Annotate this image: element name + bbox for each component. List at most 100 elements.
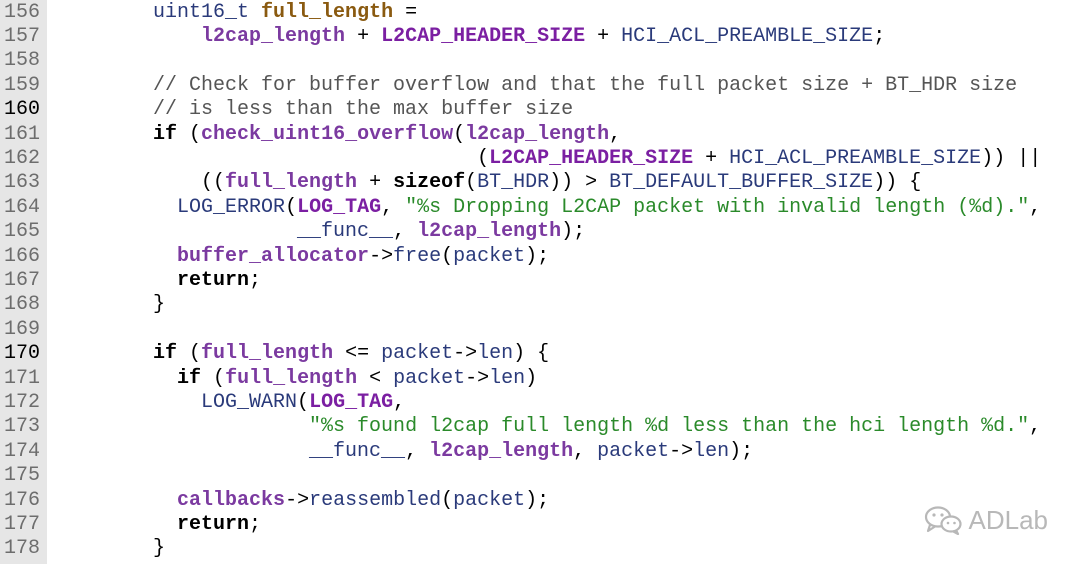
code-token: + [693, 146, 730, 170]
code-token: -> [285, 488, 310, 512]
code-token: packet [453, 244, 526, 268]
code-token: ( [441, 244, 454, 268]
code-line: 174 __func__, l2cap_length, packet->len)… [0, 440, 1080, 464]
code-text: (L2CAP_HEADER_SIZE + HCI_ACL_PREAMBLE_SI… [57, 147, 1041, 171]
code-token [57, 513, 177, 536]
code-token: } [57, 537, 166, 561]
code-token: -> [669, 439, 694, 463]
line-number: 167 [4, 268, 41, 292]
watermark-text: ADLab [968, 504, 1049, 535]
code-token: HCI_ACL_PREAMBLE_SIZE [729, 146, 982, 170]
line-number: 168 [4, 293, 41, 317]
code-text: LOG_ERROR(LOG_TAG, "%s Dropping L2CAP pa… [57, 196, 1041, 220]
code-token: , [1029, 415, 1042, 439]
code-token: check_uint16_overflow [201, 122, 454, 146]
code-token: BT_DEFAULT_BUFFER_SIZE [609, 171, 874, 195]
code-token: <= [333, 342, 382, 366]
code-token: uint16_t [153, 0, 250, 24]
line-number: 176 [4, 488, 41, 512]
code-line: 162 (L2CAP_HEADER_SIZE + HCI_ACL_PREAMBL… [0, 147, 1080, 171]
code-text: __func__, l2cap_length, packet->len); [57, 440, 753, 464]
code-token: ( [453, 122, 466, 146]
code-token: len [489, 366, 526, 390]
code-token: + [585, 24, 622, 48]
code-line: 167 return; [0, 269, 1080, 293]
code-text: if (check_uint16_overflow(l2cap_length, [57, 123, 621, 147]
line-number: 163 [4, 171, 41, 195]
code-token: ); [561, 220, 586, 244]
line-number: 161 [4, 122, 41, 146]
code-line: 159 // Check for buffer overflow and tha… [0, 74, 1080, 98]
code-token [57, 220, 297, 243]
code-token: -> [465, 366, 490, 390]
code-token: ; [249, 512, 262, 536]
line-number: 158 [4, 49, 41, 73]
code-token: ); [525, 488, 550, 512]
code-token: ( [285, 195, 298, 219]
line-number: 175 [4, 464, 41, 488]
code-line: 158 [0, 49, 1080, 73]
code-line: 171 if (full_length < packet->len) [0, 367, 1080, 391]
code-token: + [357, 171, 394, 195]
code-token: ( [297, 390, 310, 414]
code-token: callbacks [177, 488, 286, 512]
code-line: 173 "%s found l2cap full length %d less … [0, 415, 1080, 439]
line-number: 177 [4, 512, 41, 536]
code-text: if (full_length <= packet->len) { [57, 342, 549, 366]
code-token: LOG_TAG [297, 195, 382, 219]
line-number: 172 [4, 390, 41, 414]
code-line: 160 // is less than the max buffer size [0, 98, 1080, 122]
code-token: , [381, 195, 406, 219]
code-line: 176 callbacks->reassembled(packet); [0, 489, 1080, 513]
code-token: full_length [201, 342, 334, 366]
code-line: 170 if (full_length <= packet->len) { [0, 342, 1080, 366]
code-text: } [57, 537, 165, 561]
line-number: 171 [4, 366, 41, 390]
code-token: (( [57, 171, 226, 195]
code-text: __func__, l2cap_length); [57, 220, 585, 244]
code-text: ((full_length + sizeof(BT_HDR)) > BT_DEF… [57, 171, 921, 195]
code-token: HCI_ACL_PREAMBLE_SIZE [621, 24, 874, 48]
code-token [57, 342, 153, 365]
line-number: 178 [4, 537, 41, 561]
code-token: ; [249, 268, 262, 292]
code-text: "%s found l2cap full length %d less than… [57, 415, 1041, 439]
code-token: full_length [225, 171, 358, 195]
code-text: // Check for buffer overflow and that th… [57, 74, 1017, 98]
code-token: , [1029, 195, 1042, 219]
code-token: packet [453, 488, 526, 512]
code-token: L2CAP_HEADER_SIZE [489, 146, 694, 170]
code-line: 163 ((full_length + sizeof(BT_HDR)) > BT… [0, 171, 1080, 195]
watermark: ADLab [923, 503, 1049, 537]
code-token: if [153, 342, 178, 366]
line-number: 165 [4, 220, 41, 244]
code-token: ); [729, 439, 754, 463]
code-token: ( [465, 171, 478, 195]
code-token: ( [57, 146, 490, 170]
code-token: full_length [261, 0, 394, 24]
code-line: 166 buffer_allocator->free(packet); [0, 245, 1080, 269]
code-token: } [57, 293, 166, 317]
code-token: __func__ [297, 220, 394, 244]
code-token: buffer_allocator [177, 244, 370, 268]
code-token: = [393, 0, 418, 24]
code-token: + [345, 24, 382, 48]
code-token: // Check for buffer overflow and that th… [153, 73, 1018, 97]
code-line: 156 uint16_t full_length = [0, 1, 1080, 25]
code-line: 178 } [0, 537, 1080, 561]
code-line: 164 LOG_ERROR(LOG_TAG, "%s Dropping L2CA… [0, 196, 1080, 220]
line-number: 160 [4, 98, 41, 122]
code-token: "%s found l2cap full length %d less than… [309, 415, 1030, 439]
code-line: 177 return; [0, 513, 1080, 537]
code-token: ; [873, 24, 886, 48]
code-token [57, 489, 177, 512]
code-line: 161 if (check_uint16_overflow(l2cap_leng… [0, 123, 1080, 147]
code-token: , [405, 439, 430, 463]
line-number: 169 [4, 317, 41, 341]
code-token: l2cap_length [417, 220, 562, 244]
code-token: l2cap_length [465, 122, 610, 146]
code-token: -> [453, 342, 478, 366]
code-token: packet [393, 366, 466, 390]
wechat-icon [923, 505, 963, 535]
